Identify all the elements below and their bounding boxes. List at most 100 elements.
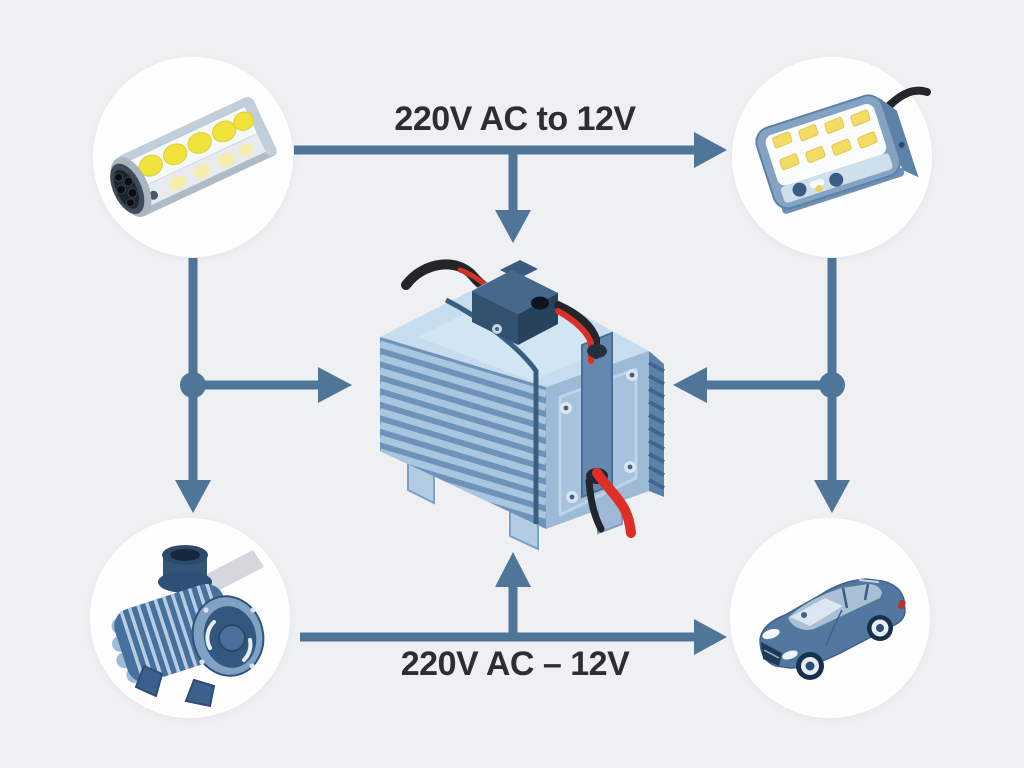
led-chip-dim	[168, 175, 187, 191]
terminal-screw-slot	[495, 327, 499, 331]
face-slot	[205, 620, 216, 650]
car-pillar	[841, 587, 849, 609]
converter-fins	[380, 340, 546, 519]
light-indicator	[815, 185, 823, 193]
channel-port-top	[587, 344, 607, 358]
led-chip	[772, 131, 793, 149]
arrow-lines	[188, 145, 837, 642]
car-roof-trim	[859, 579, 879, 583]
power-cord-icon	[885, 86, 931, 110]
led-chip	[857, 131, 878, 149]
led-chip	[850, 109, 871, 127]
terminal-block-right	[518, 293, 558, 345]
label-bottom-flow: 220V AC – 12V	[400, 645, 630, 683]
panel-screws	[560, 369, 638, 503]
car-mirror	[801, 612, 807, 618]
arrowhead-down-icon	[814, 480, 850, 513]
output-wire-black	[554, 301, 600, 359]
led-chip-dim	[193, 164, 211, 179]
wheel-hub	[805, 661, 815, 671]
led-chip	[779, 153, 800, 171]
work-light-body	[755, 94, 919, 214]
junction-dot	[180, 372, 206, 398]
plug-pins	[114, 172, 138, 208]
car-door-line	[825, 609, 843, 647]
arrow-heads	[175, 132, 850, 655]
arrowhead-down-icon	[495, 210, 531, 243]
led-chip	[233, 111, 254, 131]
terminal-socket	[531, 296, 549, 310]
car-grille-bar	[763, 649, 780, 659]
light-side-face	[878, 97, 919, 178]
face-screw	[249, 663, 255, 669]
led-chip	[163, 143, 188, 166]
led-chip	[824, 116, 845, 134]
plug-pin	[115, 184, 126, 195]
car-rear-wheel	[867, 615, 893, 641]
face-screw	[199, 659, 205, 665]
face-screw	[203, 607, 209, 613]
led-chip-dim	[217, 152, 236, 168]
led-work-light-icon	[755, 86, 931, 214]
plug-pin	[114, 172, 124, 182]
arrowhead-left-icon	[673, 367, 707, 403]
output-cable-red	[592, 468, 636, 538]
car-headlight	[762, 628, 780, 640]
node-bottom-left	[90, 518, 290, 718]
led-chip-grid	[772, 109, 878, 171]
arrowhead-up-icon	[495, 552, 531, 587]
pump-hub	[218, 624, 246, 652]
panel-screw-slot	[563, 405, 569, 411]
strip-top-edge	[118, 97, 254, 167]
car-pillar	[863, 583, 870, 601]
power-converter	[360, 245, 670, 555]
junction-dot	[819, 372, 845, 398]
plug-pin	[127, 187, 138, 198]
led-strip-body	[110, 97, 277, 217]
face-screw	[250, 607, 256, 613]
output-cable-black	[585, 477, 605, 533]
power-converter-icon	[380, 259, 665, 551]
arrowhead-right-icon	[318, 367, 352, 403]
led-chip	[831, 138, 852, 156]
output-wire-red	[555, 308, 594, 364]
led-chip	[187, 131, 212, 154]
node-bottom-right	[730, 518, 930, 718]
label-top-flow: 220V AC to 12V	[394, 100, 636, 138]
plug-pin	[125, 198, 135, 208]
panel-screw-slot	[627, 464, 633, 470]
led-chip-dim	[238, 143, 254, 157]
car-taillight	[898, 599, 906, 610]
led-strip-light-icon	[110, 97, 277, 217]
strip-bottom-edge	[141, 148, 277, 216]
car-windshield	[790, 598, 843, 626]
inlet-opening	[170, 549, 200, 561]
arrowhead-right-icon	[694, 619, 727, 655]
car-icon	[759, 578, 906, 680]
led-chip	[805, 146, 826, 164]
node-top-left	[93, 57, 293, 257]
led-chip	[798, 124, 819, 142]
terminal-block-left	[472, 291, 518, 345]
face-slot	[242, 638, 253, 662]
light-knob	[792, 182, 807, 197]
car-front-wheel	[796, 652, 824, 680]
panel-screw-slot	[569, 494, 575, 500]
led-row-side	[168, 143, 254, 191]
car-headlight	[782, 650, 798, 660]
led-row-top	[138, 111, 254, 177]
strip-end-cap	[243, 98, 277, 156]
cable-gland	[898, 141, 905, 148]
converter-ribs	[648, 361, 665, 490]
face-screws	[199, 607, 256, 669]
arrowhead-down-icon	[175, 480, 211, 513]
wheel-hub	[876, 624, 884, 632]
water-pump-motor-icon	[111, 545, 265, 708]
pump-leg	[184, 678, 216, 708]
light-knob	[829, 172, 844, 187]
node-top-right	[732, 57, 932, 257]
panel-screw-slot	[629, 372, 635, 378]
arrowhead-right-icon	[694, 132, 727, 168]
